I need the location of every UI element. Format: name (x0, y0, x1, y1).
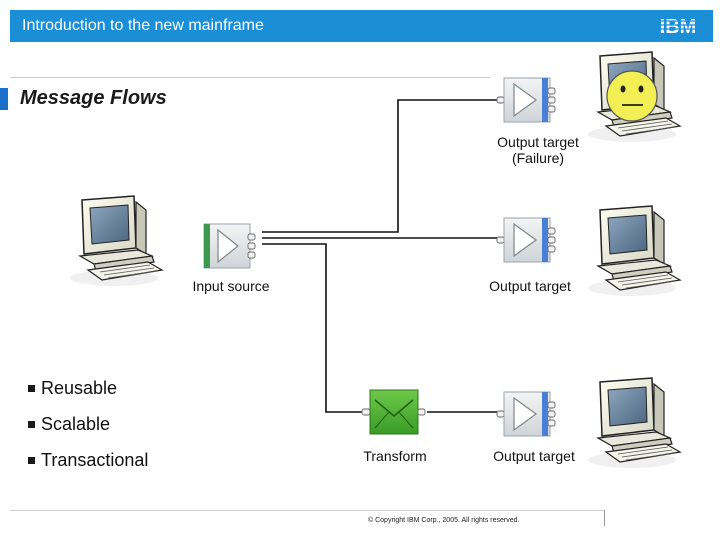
footer-tick (604, 510, 605, 526)
header-title: Introduction to the new mainframe (22, 17, 264, 34)
bullet-list: Reusable Scalable Transactional (28, 370, 148, 478)
smiley-face-icon (606, 70, 658, 122)
computer-icon-output (587, 205, 681, 297)
copyright-text: © Copyright IBM Corp., 2005. All rights … (368, 517, 520, 524)
label-output-failure-line2: (Failure) (511, 150, 565, 166)
bullet-text: Transactional (41, 449, 149, 470)
title-accent-bar (0, 88, 8, 110)
bullet-item: Reusable (28, 370, 148, 406)
bullet-text: Reusable (41, 377, 118, 398)
title-rule (10, 77, 490, 78)
label-output-target-2: Output target (493, 448, 575, 464)
bullet-square-icon (28, 420, 35, 428)
label-transform: Transform (363, 448, 427, 464)
computer-icon-output-2 (587, 377, 681, 469)
header-bar: Introduction to the new mainframe IBM (10, 10, 713, 42)
label-output-failure-line1: Output target (497, 134, 579, 150)
transform-envelope-icon (361, 389, 426, 435)
output-node-icon (496, 217, 556, 263)
connector-lines (262, 99, 497, 413)
label-output-target: Output target (489, 278, 571, 294)
footer-rule (10, 510, 605, 511)
bullet-text: Scalable (41, 413, 111, 434)
bullet-item: Scalable (28, 406, 148, 442)
bullet-square-icon (28, 384, 35, 392)
output-node-icon-2 (496, 391, 556, 437)
bullet-square-icon (28, 456, 35, 464)
page-title: Message Flows (20, 87, 167, 109)
label-output-failure: Output target (Failure) (488, 134, 588, 166)
input-node-icon (203, 223, 256, 269)
computer-icon-source (69, 195, 163, 287)
bullet-item: Transactional (28, 442, 148, 478)
output-node-icon-failure (496, 77, 556, 123)
ibm-logo: IBM (655, 16, 701, 37)
label-input-source: Input source (192, 278, 270, 294)
